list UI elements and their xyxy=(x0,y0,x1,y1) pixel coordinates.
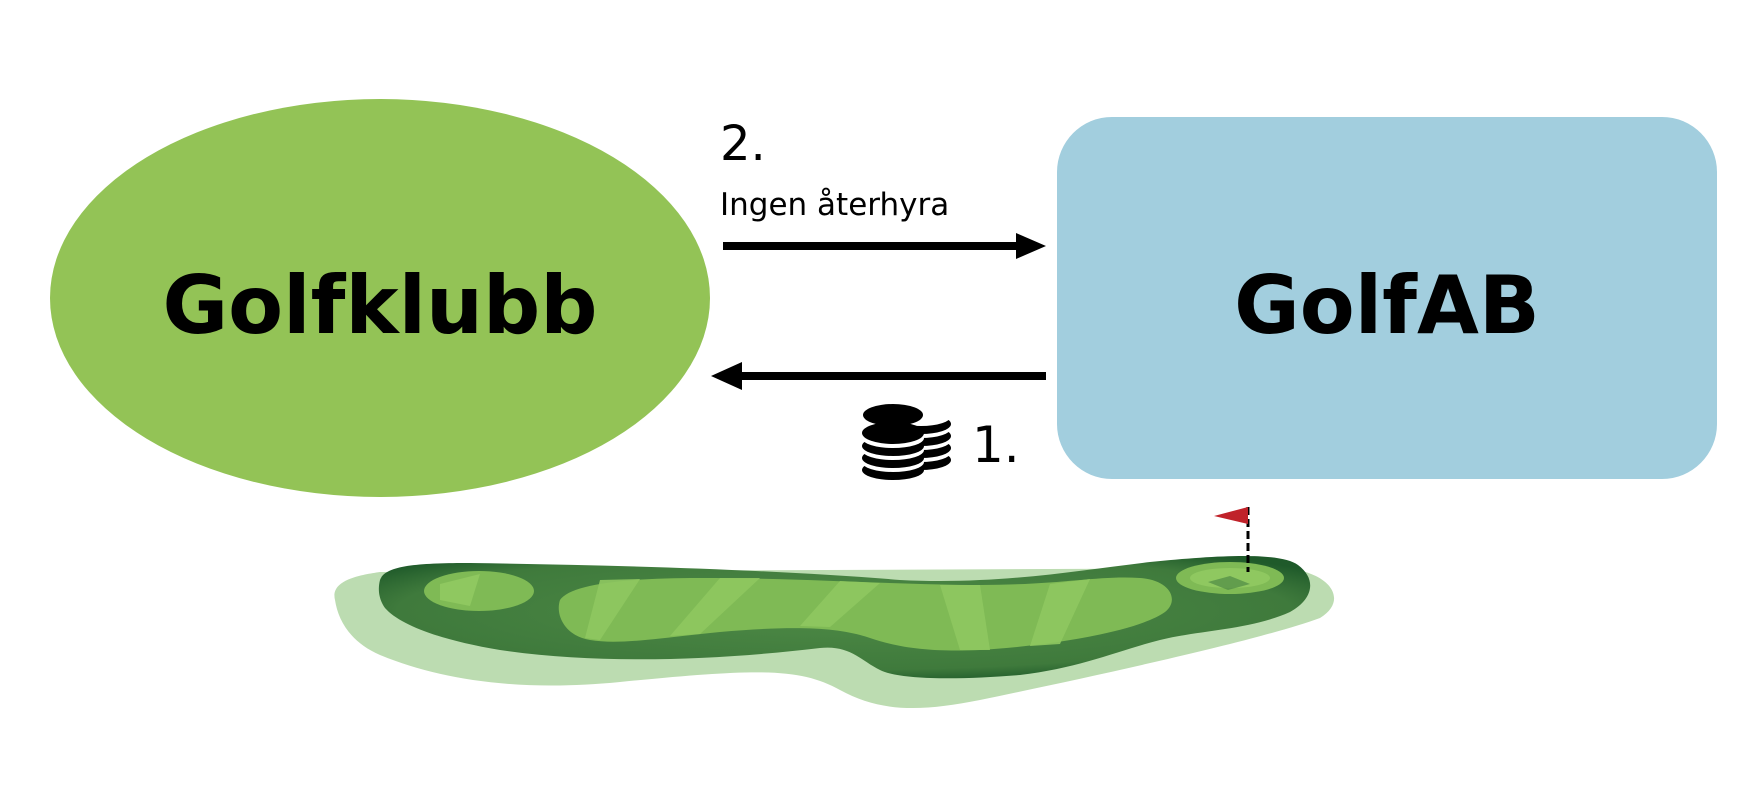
arrow-left xyxy=(711,362,1046,390)
flow-step-2: 2. Ingen återhyra xyxy=(720,116,1046,259)
flow-step-1-number: 1. xyxy=(972,416,1020,474)
node-golfab: GolfAB xyxy=(1057,117,1717,479)
node-golfklubb-label: Golfklubb xyxy=(163,259,598,352)
node-golfab-label: GolfAB xyxy=(1234,259,1540,352)
coins-icon xyxy=(862,404,951,480)
flow-step-1: 1. xyxy=(711,362,1046,480)
node-golfklubb-shape xyxy=(50,99,710,497)
flow-step-2-number: 2. xyxy=(720,116,766,172)
arrow-right xyxy=(723,233,1046,259)
node-golfab-shape xyxy=(1057,117,1717,479)
golf-course-icon xyxy=(334,507,1335,709)
node-golfklubb: Golfklubb xyxy=(50,99,710,497)
flow-step-2-label: Ingen återhyra xyxy=(720,187,949,223)
